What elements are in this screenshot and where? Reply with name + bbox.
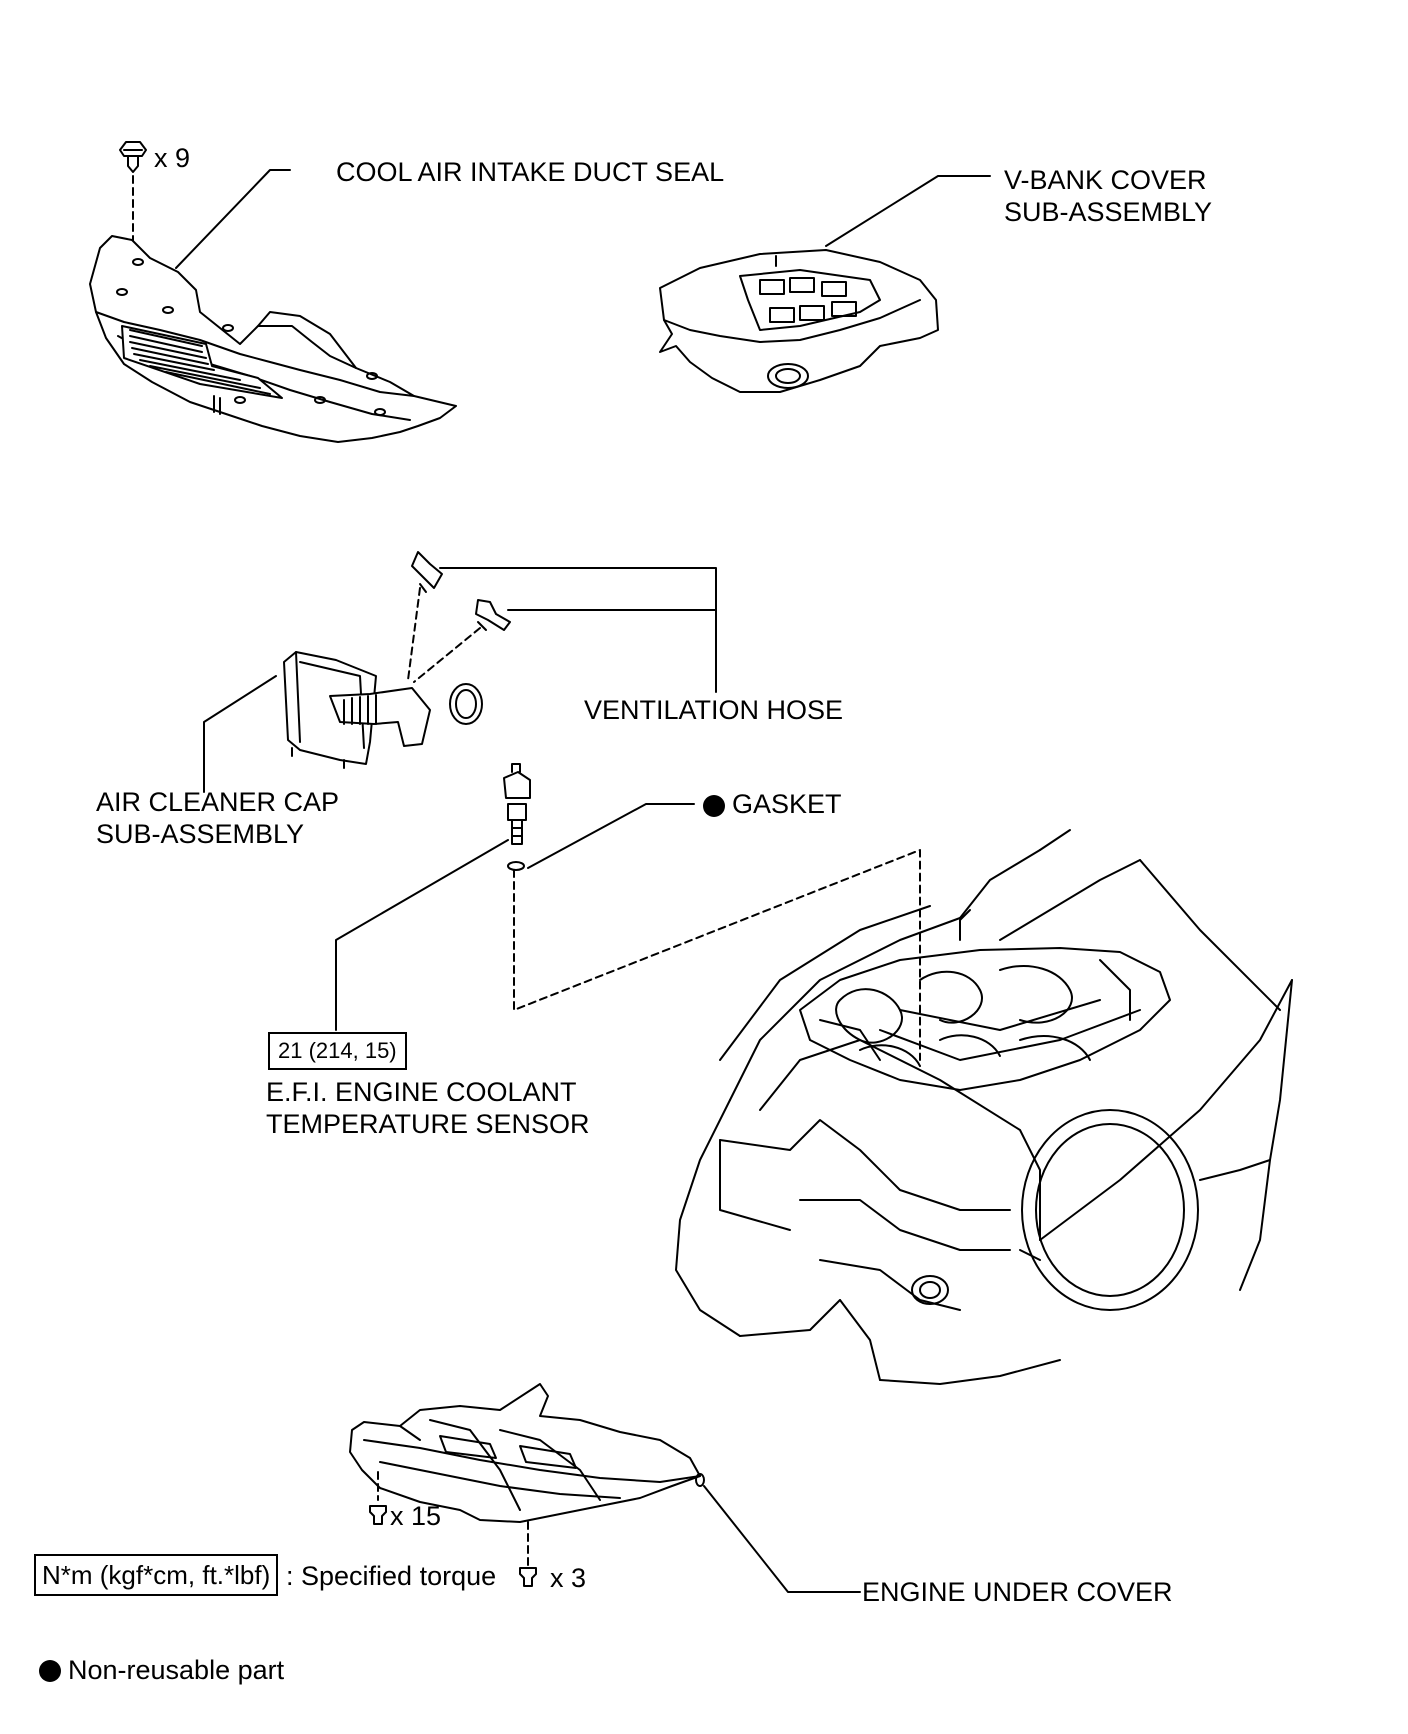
bolt-quantity-label-15: x 15 xyxy=(390,1501,442,1531)
coolant-sensor-label-line1: E.F.I. ENGINE COOLANT xyxy=(266,1077,577,1107)
ventilation-hose-part xyxy=(411,551,511,631)
engine-under-cover-part xyxy=(349,1383,705,1523)
non-reusable-legend-dot-icon xyxy=(39,1660,61,1682)
bolt-icon xyxy=(369,1505,387,1525)
coolant-sensor-label-line2: TEMPERATURE SENSOR xyxy=(266,1109,590,1139)
non-reusable-legend-text: Non-reusable part xyxy=(68,1655,285,1685)
coolant-sensor-part xyxy=(503,763,531,871)
air-cleaner-cap-label-line1: AIR CLEANER CAP xyxy=(96,787,340,817)
ventilation-hose-label: VENTILATION HOSE xyxy=(584,695,844,725)
engine-under-cover-label: ENGINE UNDER COVER xyxy=(862,1577,1173,1607)
gasket-label: GASKET xyxy=(732,789,842,819)
v-bank-cover-label-line2: SUB-ASSEMBLY xyxy=(1004,197,1213,227)
v-bank-cover-label-line1: V-BANK COVER xyxy=(1004,165,1207,195)
air-cleaner-cap-label-line2: SUB-ASSEMBLY xyxy=(96,819,305,849)
gasket-ring xyxy=(507,861,525,871)
bolt-icon xyxy=(519,1567,537,1587)
cool-air-intake-duct-seal-part xyxy=(89,235,457,443)
clip-quantity-label: x 9 xyxy=(154,143,191,173)
bolt-quantity-label-3: x 3 xyxy=(550,1563,587,1593)
clip-icon xyxy=(119,141,147,173)
torque-legend-text: : Specified torque xyxy=(286,1561,497,1591)
air-cleaner-cap-part xyxy=(283,651,483,769)
cool-air-intake-duct-seal-label: COOL AIR INTAKE DUCT SEAL xyxy=(336,157,725,187)
v-bank-cover-part xyxy=(659,249,939,393)
torque-legend-box: N*m (kgf*cm, ft.*lbf) xyxy=(34,1554,279,1596)
vehicle-front-outline xyxy=(675,829,1293,1385)
non-reusable-dot-icon xyxy=(703,795,725,817)
torque-value-box: 21 (214, 15) xyxy=(268,1032,407,1070)
